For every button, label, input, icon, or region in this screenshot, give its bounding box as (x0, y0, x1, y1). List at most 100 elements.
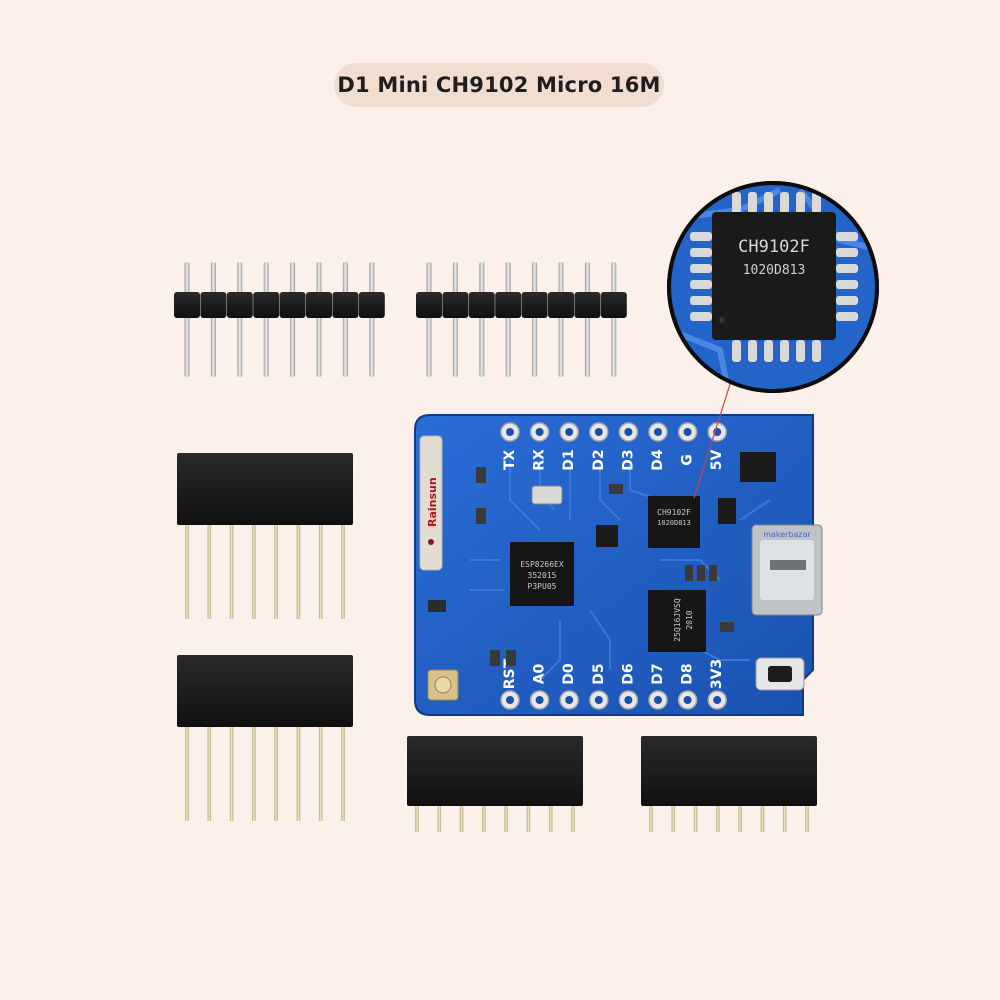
header-pin (738, 802, 742, 832)
usb-chip-line-1: CH9102F (657, 508, 691, 517)
pin-label: D7 (650, 663, 666, 684)
female-pin-header (407, 736, 583, 832)
header-pin (341, 521, 345, 619)
header-body (407, 736, 583, 806)
header-body (177, 655, 353, 727)
header-pin (415, 802, 419, 832)
flash-chip: 25Q16JVSQ 2010 (648, 590, 706, 652)
chip-lead (690, 280, 712, 289)
esp8266-chip: ESP8266EX 352015 P3PU05 (510, 542, 574, 606)
header-pin (611, 262, 617, 377)
pin-hole (506, 428, 514, 436)
header-block (358, 292, 385, 318)
chip-lead (836, 312, 858, 321)
chip-lead (748, 340, 757, 362)
chip-lead (836, 248, 858, 257)
header-pin (207, 521, 212, 619)
chip-lead (796, 192, 805, 214)
header-pin (426, 262, 432, 377)
chip-lead (836, 296, 858, 305)
chip-lead (836, 232, 858, 241)
chip-lead (780, 340, 789, 362)
zoom-chip-line-2: 1020D813 (743, 263, 806, 278)
header-pin (296, 521, 301, 619)
pin-label: RX (532, 449, 548, 471)
header-pin (185, 723, 189, 821)
header-pin (237, 262, 243, 377)
zoom-leader-line (693, 377, 733, 499)
pin-label: 3V3 (709, 659, 725, 689)
header-pin (252, 723, 256, 821)
header-pin (482, 802, 486, 832)
chip-lead (748, 192, 757, 214)
chip-lead (732, 192, 741, 214)
pin-hole (654, 696, 662, 704)
pin-hole (624, 428, 633, 436)
chip-lead (796, 340, 805, 362)
pin-hole (565, 696, 574, 704)
header-pin (558, 262, 564, 377)
pin-label: TX (502, 450, 518, 471)
header-pin (805, 802, 809, 832)
title-badge: D1 Mini CH9102 Micro 16M (334, 63, 664, 107)
pin-hole (565, 428, 574, 436)
header-pin (341, 723, 345, 821)
header-pin (584, 262, 590, 377)
header-block (521, 292, 548, 318)
header-pin (526, 802, 531, 832)
top-pin-row (500, 422, 727, 442)
female-pin-header (641, 736, 817, 832)
pin-label: RST (502, 658, 518, 689)
flash-line-2: 2010 (685, 610, 694, 629)
header-body (177, 453, 353, 525)
header-pin (548, 802, 553, 832)
pin-hole (713, 696, 722, 704)
pin-label: G (680, 454, 696, 466)
header-pin (369, 262, 375, 377)
chip-lead (812, 340, 821, 362)
header-pin (649, 802, 653, 832)
mcu-line-3: P3PU05 (528, 582, 557, 591)
usb-port-brand: makerbazar (763, 530, 811, 539)
header-pin (459, 802, 464, 832)
header-pin (184, 262, 190, 377)
crystal-oscillator (531, 485, 563, 505)
header-pin (316, 262, 322, 377)
pin-hole (535, 428, 544, 436)
header-block (468, 292, 495, 318)
chip-lead (836, 280, 858, 289)
header-pin (452, 262, 458, 377)
header-body (641, 736, 817, 806)
header-block (548, 292, 574, 318)
header-pin (229, 723, 234, 821)
header-pin (760, 802, 765, 832)
chip-lead (836, 264, 858, 273)
male-pin-header (416, 262, 627, 377)
chip-lead (690, 312, 712, 321)
pin-label: D2 (591, 449, 607, 470)
pin-hole (683, 696, 692, 704)
antenna-brand-label: Rainsun (426, 477, 439, 527)
header-pin (318, 521, 323, 619)
chip-lead (780, 192, 789, 214)
pin-label: D1 (561, 449, 577, 470)
header-pin (571, 802, 575, 832)
header-pin (252, 521, 256, 619)
product-title: D1 Mini CH9102 Micro 16M (337, 73, 661, 97)
header-pin (263, 262, 269, 377)
mcu-line-1: ESP8266EX (520, 560, 564, 569)
smd-components (428, 452, 776, 666)
header-block (442, 292, 469, 318)
pin-label: D4 (650, 449, 666, 471)
chip-lead (690, 232, 712, 241)
header-pin (207, 723, 212, 821)
header-block (174, 292, 200, 318)
pin-label: D3 (620, 449, 636, 470)
header-block (200, 292, 227, 318)
female-pin-header (177, 453, 353, 619)
chip-lead (690, 248, 712, 257)
pin-label: D8 (680, 663, 696, 684)
zoom-chip-line-1: CH9102F (738, 237, 810, 257)
